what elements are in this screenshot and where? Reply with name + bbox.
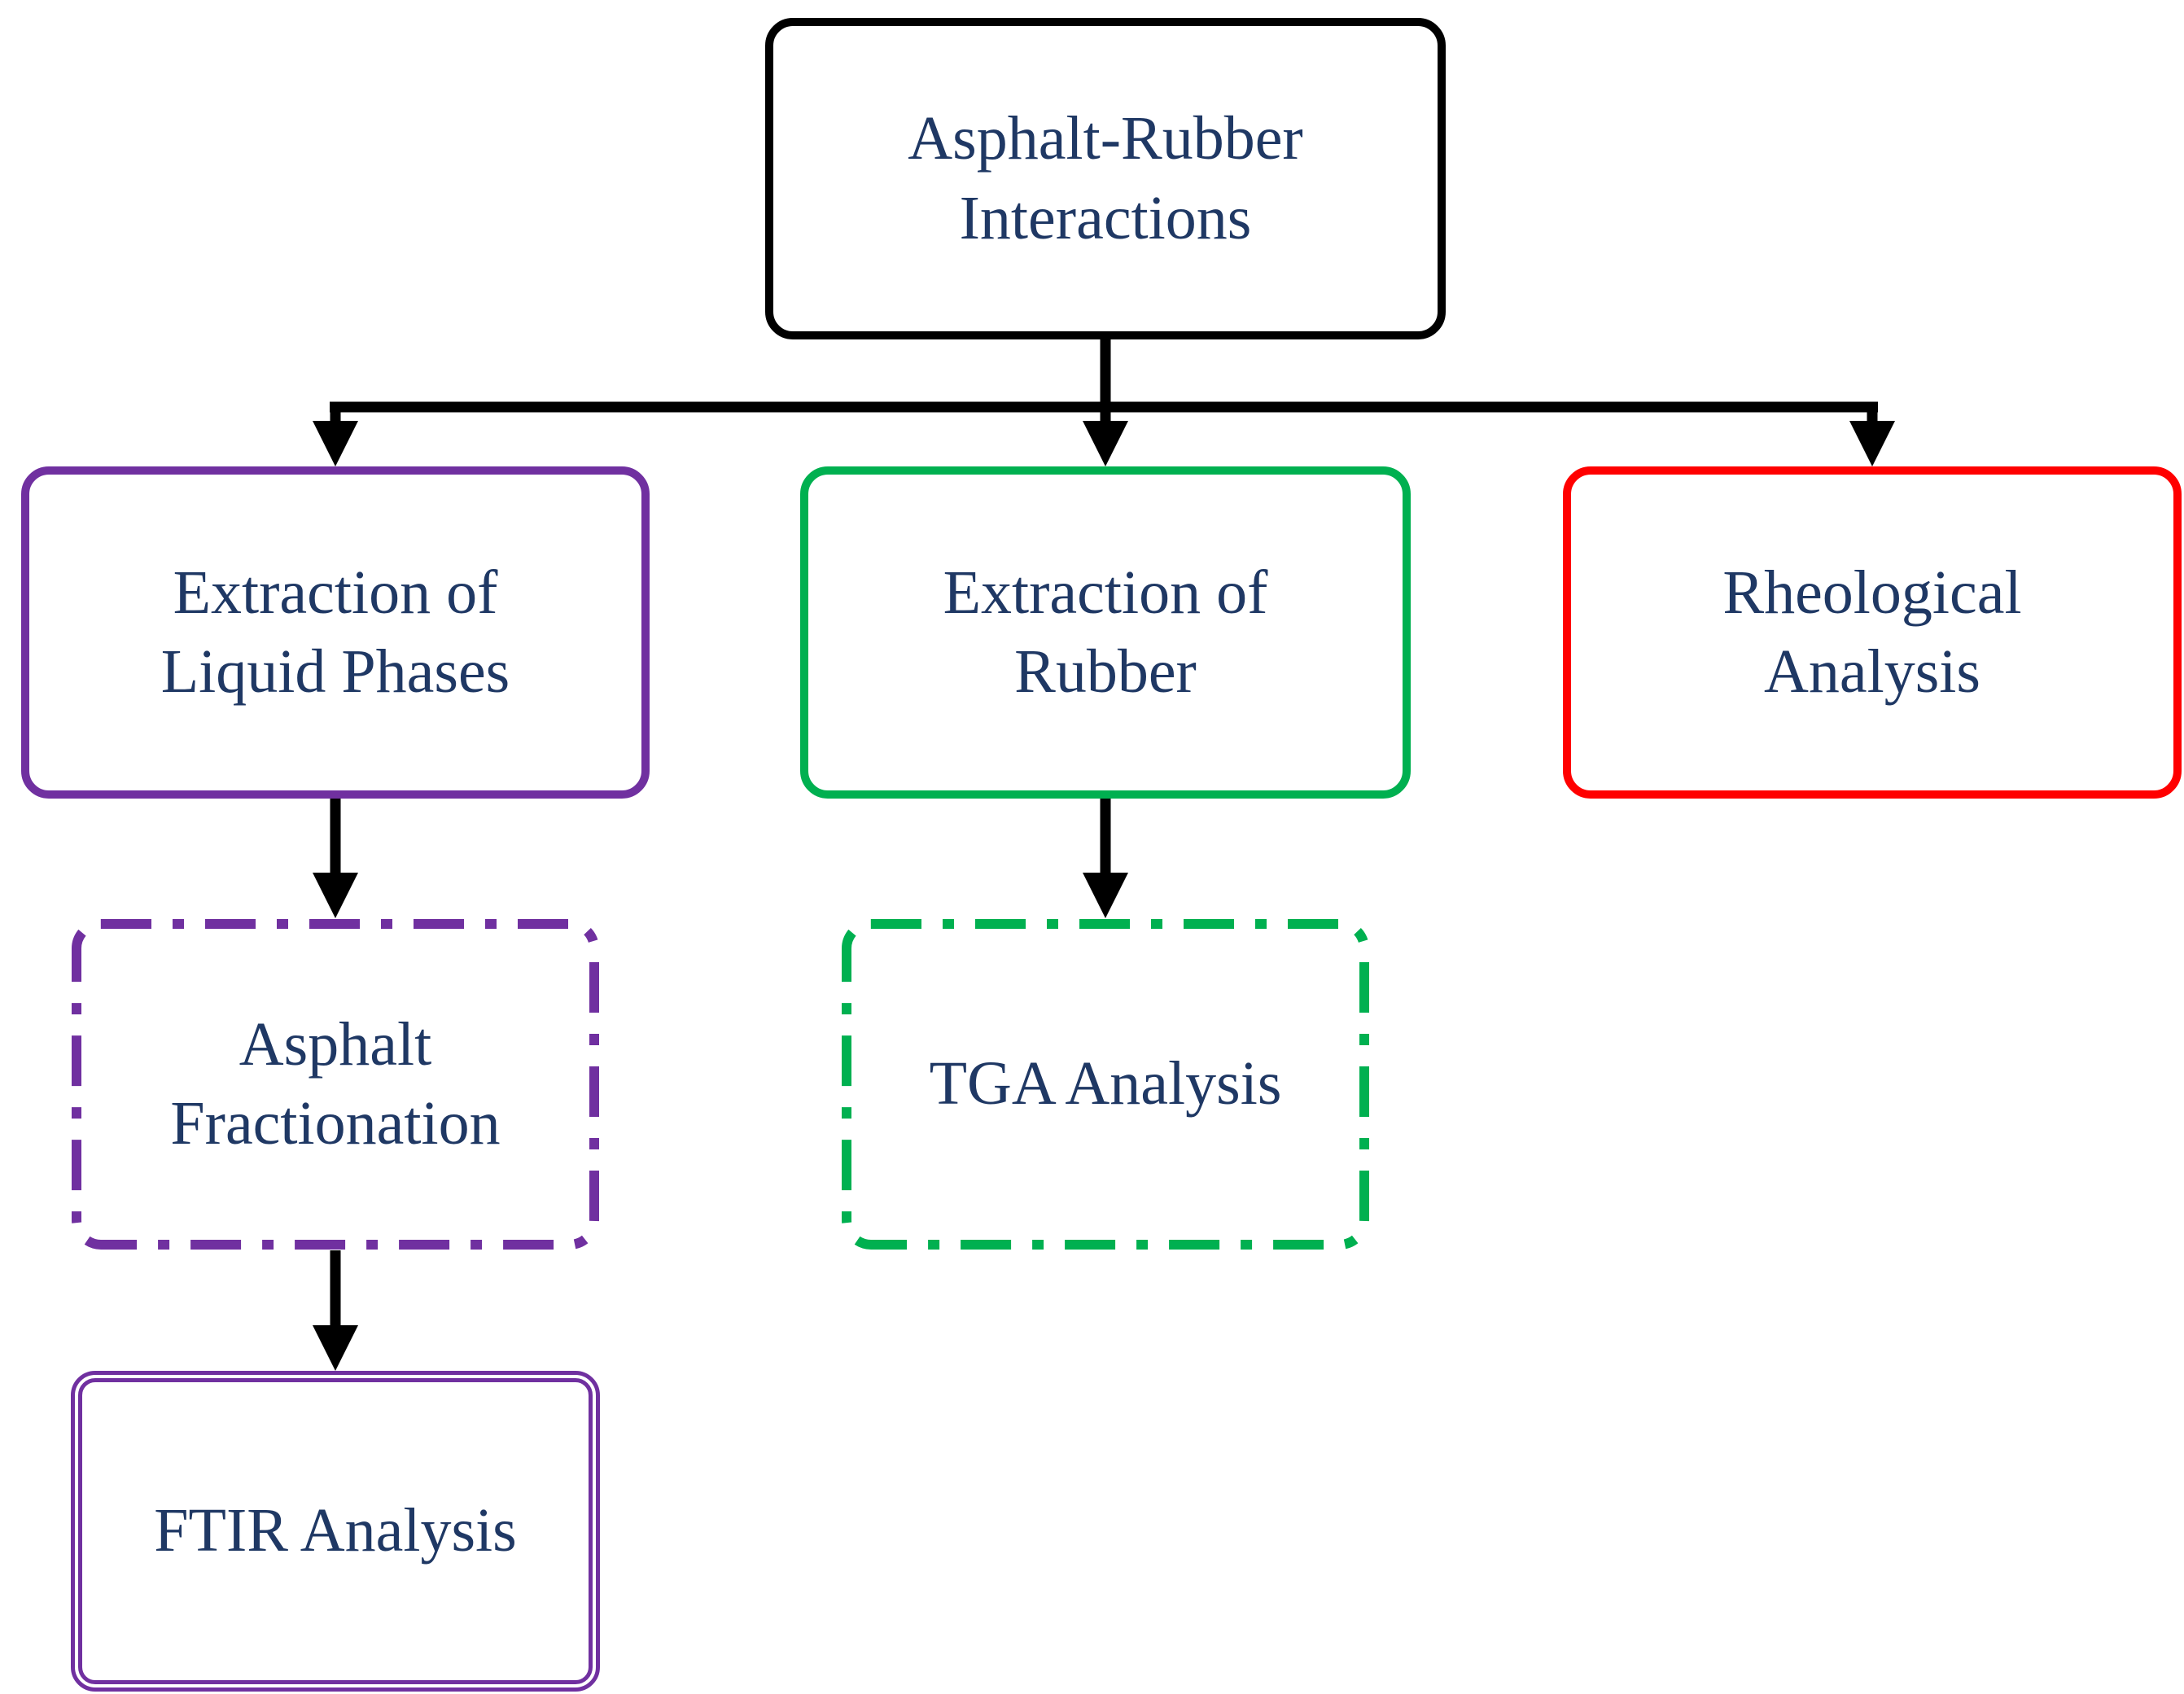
node-extraction-of-rubber-label: Extraction of Rubber xyxy=(943,558,1268,706)
node-tga-analysis: TGA Analysis xyxy=(841,918,1370,1250)
node-asphalt-rubber-interactions-label: Asphalt-Rubber Interactions xyxy=(908,104,1303,252)
node-rheological-analysis-label: Rheological Analysis xyxy=(1722,558,2022,706)
node-asphalt-fractionation-label: Asphalt Fractionation xyxy=(170,1009,501,1158)
node-tga-analysis-label: TGA Analysis xyxy=(929,1049,1282,1118)
node-extraction-of-liquid-phases-label: Extraction of Liquid Phases xyxy=(160,558,510,706)
dash-dot-border-purple xyxy=(72,919,599,1250)
node-extraction-of-liquid-phases: Extraction of Liquid Phases xyxy=(21,466,650,799)
node-asphalt-rubber-interactions: Asphalt-Rubber Interactions xyxy=(765,18,1446,339)
node-extraction-of-rubber: Extraction of Rubber xyxy=(800,466,1411,799)
dash-dot-border-green xyxy=(842,919,1369,1250)
node-ftir-analysis: FTIR Analysis xyxy=(71,1371,600,1692)
node-ftir-analysis-label: FTIR Analysis xyxy=(154,1496,517,1565)
node-asphalt-fractionation: Asphalt Fractionation xyxy=(71,918,600,1250)
node-rheological-analysis: Rheological Analysis xyxy=(1563,466,2182,799)
